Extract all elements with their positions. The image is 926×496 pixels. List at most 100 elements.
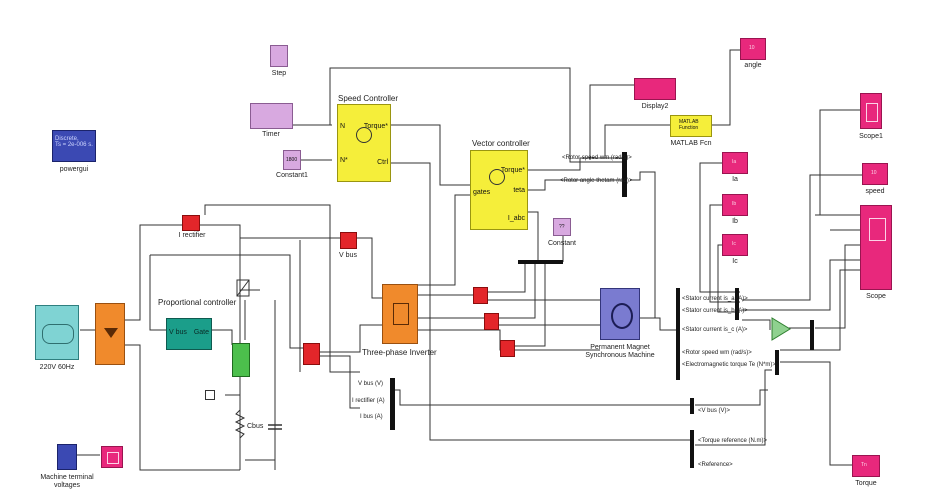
ib-display[interactable]: Ib bbox=[722, 194, 748, 216]
timer-label: Timer bbox=[262, 131, 280, 138]
wire bbox=[699, 162, 740, 293]
timer-block[interactable] bbox=[250, 103, 293, 129]
bus-selector-vbus bbox=[690, 398, 694, 414]
wire bbox=[709, 204, 740, 303]
constant-block[interactable]: ?? bbox=[553, 218, 571, 236]
scope1-label: Scope1 bbox=[859, 133, 883, 140]
wire bbox=[200, 224, 340, 239]
current-meter-c[interactable] bbox=[500, 340, 515, 357]
bus-selector-torque bbox=[690, 430, 694, 468]
wire bbox=[528, 211, 539, 262]
sc-port-ctrl: Ctrl bbox=[377, 159, 388, 166]
scope-block[interactable] bbox=[860, 205, 892, 290]
ia-label: Ia bbox=[732, 176, 738, 183]
pmsm-block[interactable] bbox=[600, 288, 640, 340]
wire bbox=[150, 254, 303, 349]
wire bbox=[630, 171, 656, 318]
vc-port-gates: gates bbox=[473, 189, 491, 196]
ic-display[interactable]: Ic bbox=[722, 234, 748, 256]
matlab-fcn-block[interactable]: MATLAB Function bbox=[670, 115, 712, 137]
vc-port-iabc: I_abc bbox=[507, 215, 525, 222]
machine-terminal-block[interactable] bbox=[57, 444, 77, 470]
wire bbox=[418, 317, 600, 326]
wire bbox=[329, 67, 622, 163]
vc-port-torque: Torque* bbox=[500, 167, 525, 174]
current-meter-b[interactable] bbox=[484, 313, 499, 330]
wire bbox=[418, 294, 600, 301]
ia-display[interactable]: Ia bbox=[722, 152, 748, 174]
pc-port-in: V bus bbox=[169, 329, 187, 336]
switch-symbol bbox=[236, 279, 250, 297]
wire bbox=[819, 109, 860, 215]
signal-stator-b: <Stator current is_b (A)> bbox=[682, 308, 748, 314]
chopper-switch[interactable] bbox=[232, 343, 250, 377]
vector-controller-icon bbox=[489, 169, 505, 185]
wire bbox=[640, 317, 676, 331]
wire bbox=[589, 84, 635, 160]
torque-label: Torque bbox=[855, 480, 877, 487]
powergui-block[interactable]: Discrete, Ts = 2e-006 s. bbox=[52, 130, 96, 162]
mux-bar-gates bbox=[518, 260, 563, 264]
display2-block[interactable] bbox=[634, 78, 676, 100]
machine-terminal-label-1: Machine terminal bbox=[40, 474, 94, 481]
source-icon bbox=[42, 324, 74, 344]
matlab-fcn-label: MATLAB Fcn bbox=[670, 140, 712, 147]
mux-bar-machine bbox=[676, 288, 680, 380]
ib-value: Ib bbox=[732, 201, 737, 207]
ground-block[interactable] bbox=[205, 390, 215, 400]
wire bbox=[528, 179, 622, 191]
proportional-controller-title: Proportional controller bbox=[158, 298, 237, 307]
v-bus-label: V bus bbox=[339, 252, 357, 259]
i-rectifier-meter[interactable] bbox=[182, 215, 200, 231]
ia-value: Ia bbox=[732, 159, 737, 165]
proportional-controller-block[interactable]: V bus Gate bbox=[166, 318, 212, 350]
torque-display[interactable]: Tn bbox=[852, 455, 880, 477]
vector-controller-block[interactable]: Torque* teta gates I_abc bbox=[470, 150, 528, 230]
wire bbox=[815, 244, 862, 329]
constant1-block[interactable]: 1800 bbox=[283, 150, 301, 170]
wire bbox=[390, 162, 690, 441]
three-phase-source[interactable] bbox=[35, 305, 79, 360]
signal-vbus-out: <V bus (V)> bbox=[698, 408, 731, 414]
signal-reference: <Reference> bbox=[698, 462, 733, 468]
ib-label: Ib bbox=[732, 218, 738, 225]
speed-value: 10 bbox=[871, 170, 877, 176]
speed-label: speed bbox=[865, 188, 885, 195]
v-bus-meter[interactable] bbox=[340, 232, 357, 249]
wire bbox=[395, 389, 690, 406]
wire bbox=[528, 157, 622, 171]
gain-block[interactable] bbox=[771, 317, 791, 341]
angle-label: angle bbox=[744, 62, 762, 69]
wire bbox=[357, 237, 382, 299]
three-phase-inverter[interactable] bbox=[382, 284, 418, 344]
constant1-label: Constant1 bbox=[276, 172, 308, 179]
display2-label: Display2 bbox=[641, 103, 669, 110]
wire bbox=[604, 124, 670, 158]
mux-bar-bus bbox=[390, 378, 395, 430]
signal-stator-a: <Stator current is_a (A)> bbox=[682, 296, 748, 302]
switch-symbol bbox=[236, 279, 250, 297]
powergui-label: powergui bbox=[59, 166, 89, 173]
speed-controller-icon bbox=[356, 127, 372, 143]
i-bus-meter[interactable] bbox=[303, 343, 320, 365]
wire bbox=[695, 389, 768, 406]
signal-irect-in: I rectifier (A) bbox=[352, 398, 385, 404]
rectifier-block[interactable] bbox=[95, 303, 125, 365]
wire bbox=[149, 255, 166, 331]
signal-rotor-speed-top: <Rotor speed wm (rad/s)> bbox=[562, 155, 632, 161]
speed-controller-block[interactable]: N N* Torque* Ctrl bbox=[337, 104, 391, 182]
step-block[interactable] bbox=[270, 45, 288, 67]
speed-controller-title: Speed Controller bbox=[338, 94, 399, 103]
angle-value: 10 bbox=[749, 45, 755, 51]
current-meter-a[interactable] bbox=[473, 287, 488, 304]
angle-display[interactable]: 10 bbox=[740, 38, 766, 60]
sc-port-nstar: N* bbox=[340, 157, 348, 164]
scope1-block[interactable] bbox=[860, 93, 882, 129]
ic-label: Ic bbox=[732, 258, 738, 265]
speed-display[interactable]: 10 bbox=[862, 163, 888, 185]
wire bbox=[695, 369, 772, 446]
sc-port-torque: Torque* bbox=[363, 123, 388, 130]
signal-vbus-in: V bus (V) bbox=[358, 381, 384, 387]
machine-terminal-scope[interactable] bbox=[101, 446, 123, 468]
wire bbox=[212, 329, 233, 345]
